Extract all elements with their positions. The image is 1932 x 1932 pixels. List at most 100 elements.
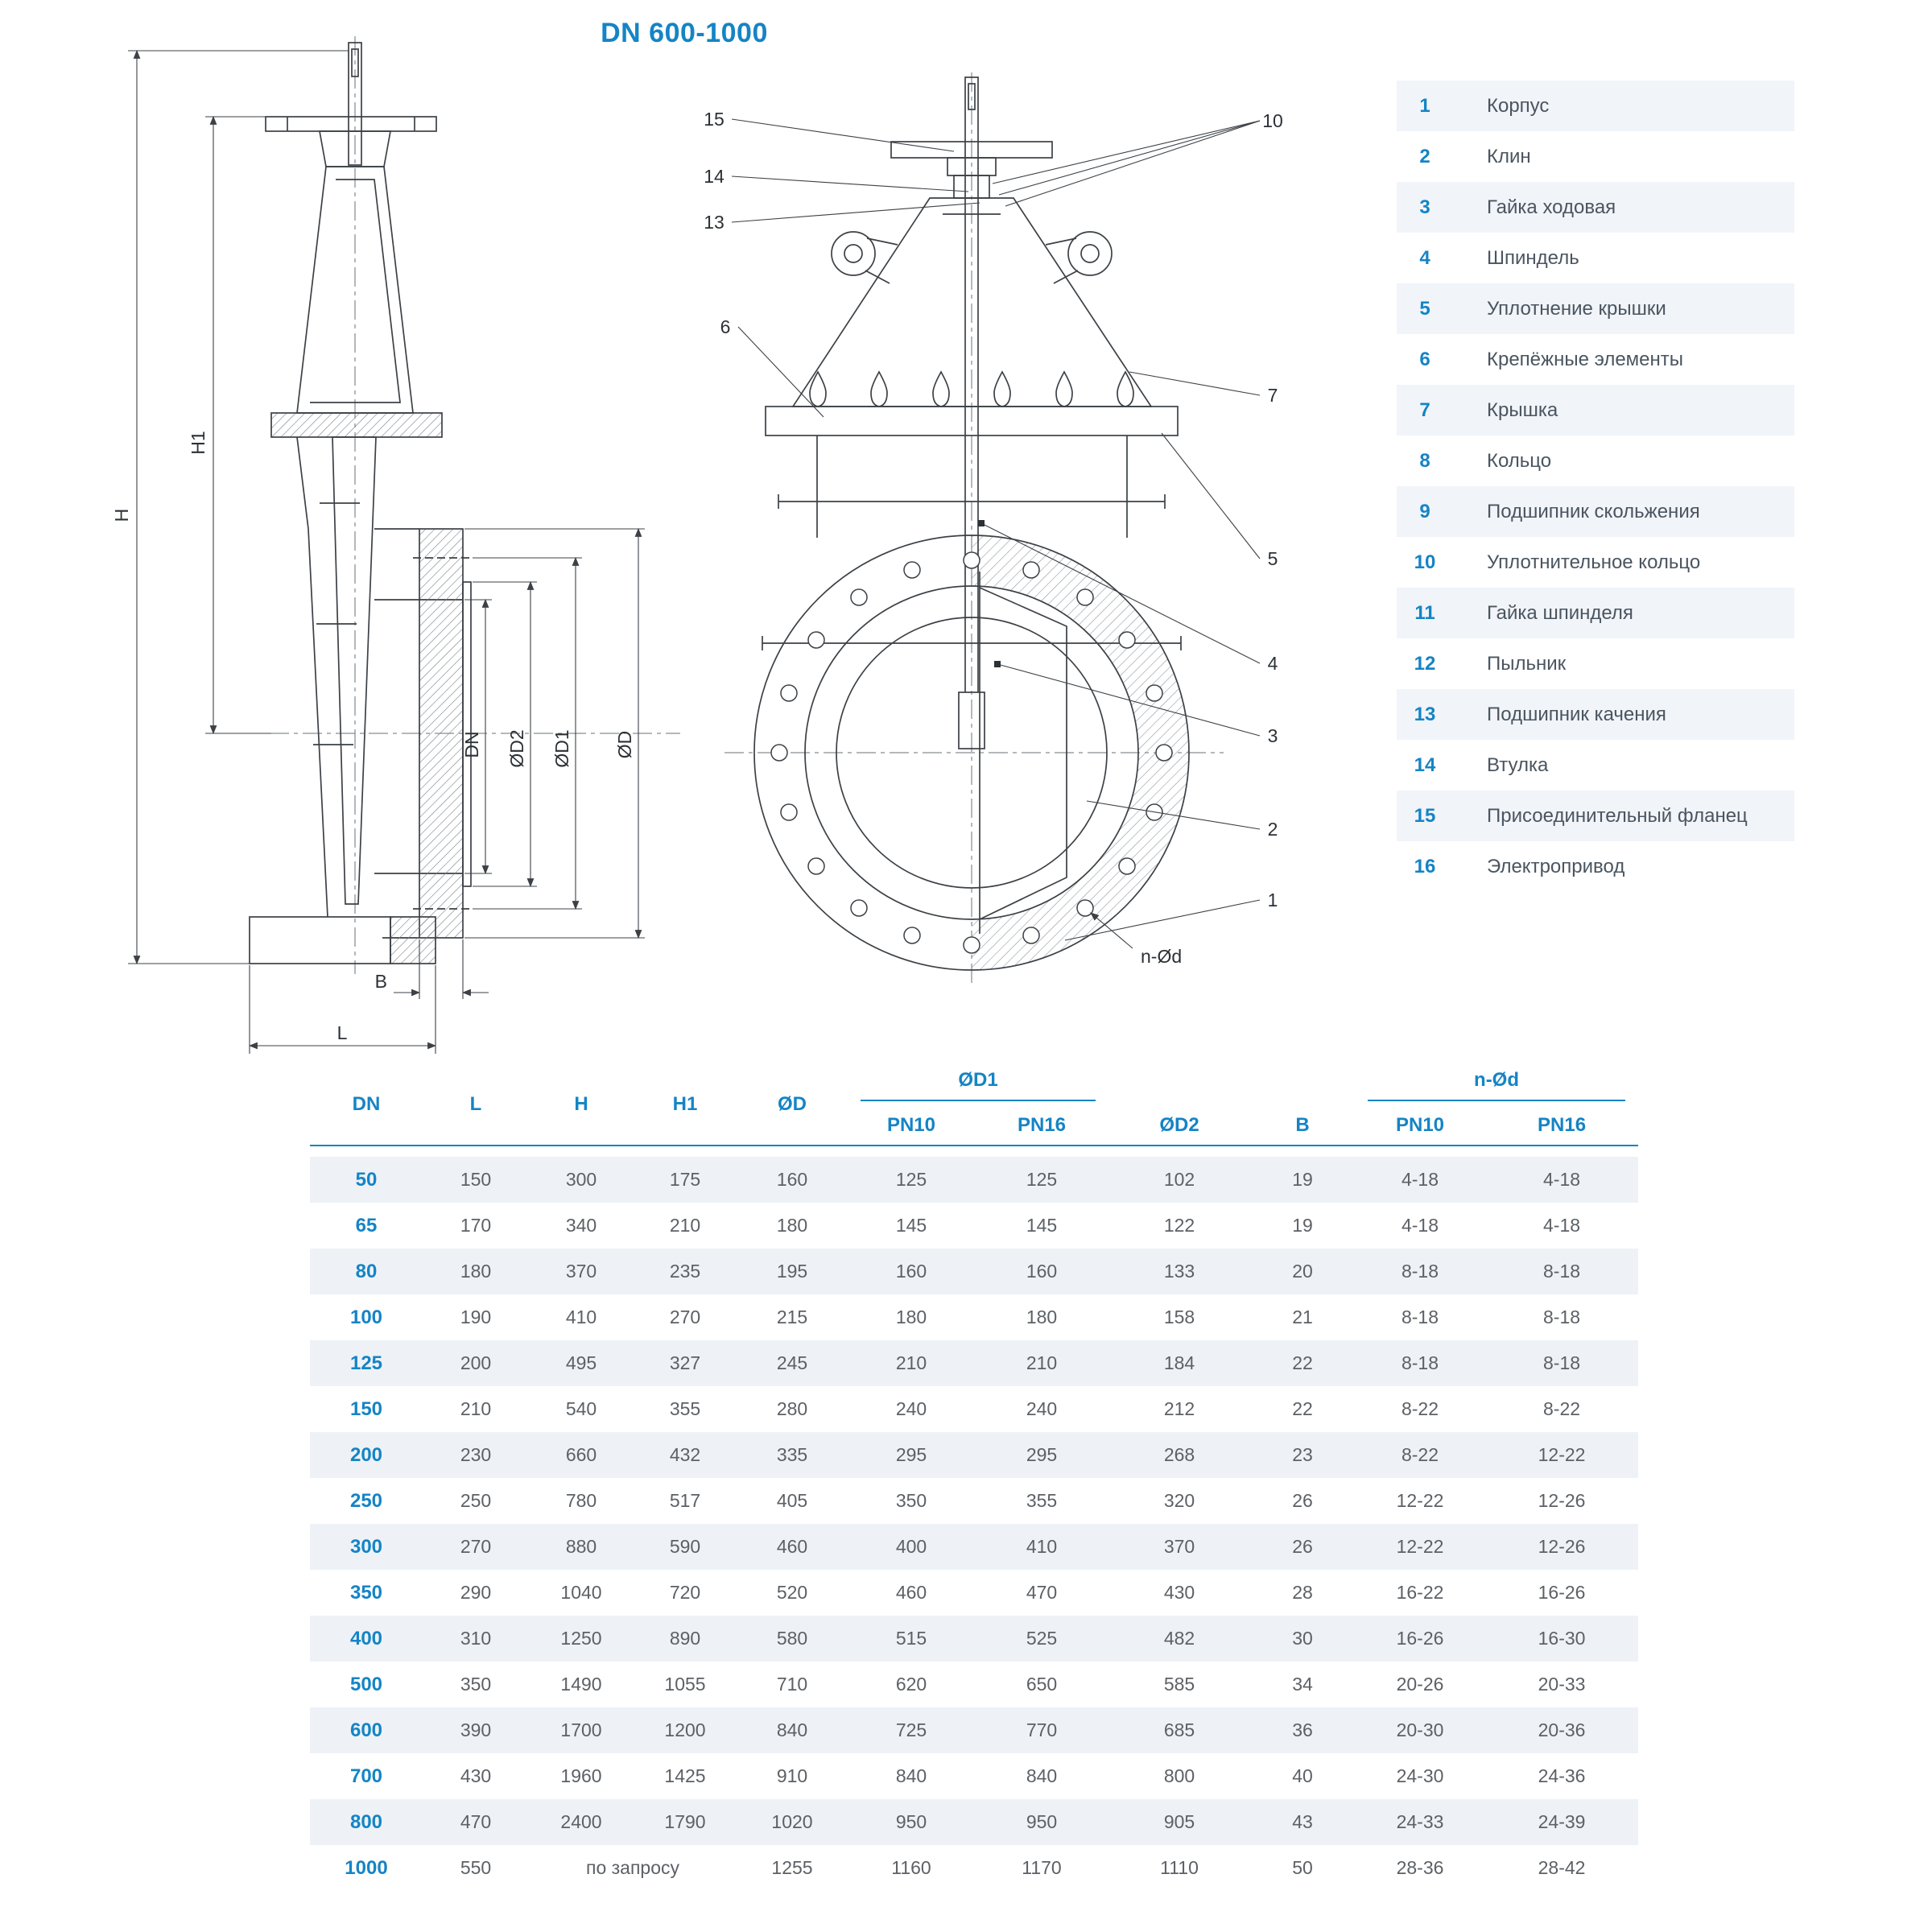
table-cell: 540: [565, 1398, 597, 1419]
table-cell: 400: [848, 1524, 975, 1570]
table-cell: 950: [975, 1799, 1109, 1845]
table-cell: 26: [1292, 1490, 1313, 1511]
legend-item-16: 16 Электропривод: [1397, 841, 1794, 892]
legend-item-label: Электропривод: [1487, 855, 1625, 877]
legend-item-number: 9: [1419, 500, 1430, 522]
table-cell: 350: [895, 1490, 927, 1511]
col-group-nod: n-Ød: [1355, 1064, 1638, 1106]
legend-item-number: 12: [1414, 652, 1436, 675]
table-cell: 685: [1108, 1707, 1251, 1753]
table-cell: 175: [634, 1157, 737, 1203]
table-cell: 950: [848, 1799, 975, 1845]
table-cell: 20-26: [1396, 1674, 1444, 1695]
legend-item-number: 15: [1414, 804, 1436, 827]
table-cell: 4-18: [1485, 1157, 1639, 1203]
legend-item-label: Клин: [1487, 145, 1531, 167]
table-cell: 16-30: [1485, 1616, 1639, 1662]
table-cell: 410: [565, 1307, 597, 1327]
dimension-h1-label: H1: [188, 431, 208, 454]
table-cell: 43: [1250, 1799, 1356, 1845]
table-cell: 405: [776, 1490, 808, 1511]
legend-item-8: 8 Кольцо: [1397, 436, 1794, 486]
table-cell: 550: [460, 1857, 492, 1878]
table-cell: 340: [565, 1215, 597, 1236]
table-cell: 28-36: [1396, 1857, 1444, 1878]
col-header-od1-pn10: PN10: [848, 1106, 975, 1146]
legend-item-number: 2: [1419, 145, 1430, 167]
table-cell: 840: [737, 1707, 848, 1753]
table-cell: 890: [634, 1616, 737, 1662]
table-cell: 240: [1026, 1398, 1058, 1419]
table-cell: 880: [529, 1524, 634, 1570]
callout-target-dots: [978, 520, 1001, 667]
table-cell: 210: [975, 1340, 1109, 1386]
table-cell: 170: [460, 1215, 492, 1236]
table-cell: 150: [349, 1397, 383, 1420]
legend-item-5: 5 Уплотнение крышки: [1397, 283, 1794, 334]
legend-item-number: 5: [1419, 297, 1430, 320]
legend-item-1: 1 Корпус: [1397, 80, 1794, 131]
dimension-od2-label: ØD2: [506, 729, 527, 767]
col-header-od1-pn16: PN16: [975, 1106, 1109, 1146]
bolt-pattern-label: n-Ød: [1141, 946, 1182, 967]
legend-item-label: Кольцо: [1487, 449, 1552, 472]
col-header-nod-pn16: PN16: [1485, 1106, 1639, 1146]
table-cell: 1170: [1022, 1857, 1062, 1878]
table-cell: 50: [1292, 1857, 1313, 1878]
table-cell: 65: [355, 1214, 378, 1236]
legend-item-12: 12 Пыльник: [1397, 638, 1794, 689]
table-cell: 1000: [345, 1856, 388, 1879]
table-cell: 20-33: [1538, 1674, 1586, 1695]
callout-13: 13: [704, 212, 724, 233]
table-cell: 460: [737, 1524, 848, 1570]
callout-14: 14: [704, 166, 724, 187]
table-cell: 125: [975, 1157, 1109, 1203]
centerlines: [270, 36, 680, 974]
table-cell: 410: [975, 1524, 1109, 1570]
legend-item-label: Присоединительный фланец: [1487, 804, 1748, 827]
col-group-od1: ØD1: [848, 1064, 1108, 1106]
table-cell: 180: [776, 1215, 808, 1236]
table-cell: 780: [565, 1490, 597, 1511]
table-cell: 300: [529, 1157, 634, 1203]
table-cell: 470: [1026, 1582, 1058, 1603]
dimension-lines: [128, 49, 645, 1054]
table-cell: 50: [310, 1157, 423, 1203]
centerlines: [724, 72, 1224, 985]
table-cell: 245: [737, 1340, 848, 1386]
table-cell: 700: [349, 1765, 383, 1787]
dimensions-table: DN L H H1 ØD ØD1 n-Ød PN10 PN16 ØD2 B PN…: [310, 1064, 1639, 1891]
callout-4: 4: [1268, 653, 1278, 674]
callout-7: 7: [1268, 385, 1278, 406]
table-cell: 102: [1108, 1157, 1251, 1203]
table-cell: 100: [349, 1306, 383, 1328]
table-cell: 320: [1163, 1490, 1195, 1511]
table-cell: 800: [310, 1799, 423, 1845]
table-cell: 1425: [664, 1765, 706, 1786]
table-cell: 36: [1250, 1707, 1356, 1753]
table-cell: 1255: [771, 1857, 813, 1878]
legend-item-number: 7: [1419, 398, 1430, 421]
table-cell: 24-36: [1538, 1765, 1586, 1786]
table-cell: 12-22: [1355, 1524, 1486, 1570]
table-cell: 335: [737, 1432, 848, 1478]
dimension-od-label: ØD: [614, 731, 635, 759]
table-cell: 525: [975, 1616, 1109, 1662]
table-cell: 24-39: [1485, 1799, 1639, 1845]
table-cell: по запросу: [585, 1857, 679, 1878]
table-cell: 8-18: [1485, 1249, 1639, 1294]
table-cell: 16-22: [1396, 1582, 1444, 1603]
callout-2: 2: [1268, 819, 1278, 840]
callout-1: 1: [1268, 890, 1278, 910]
valve-front-outline: [753, 76, 1190, 971]
table-cell: 400: [310, 1616, 423, 1662]
table-cell: 432: [634, 1432, 737, 1478]
dimension-h-label: H: [111, 509, 132, 522]
table-cell: 21: [1292, 1307, 1313, 1327]
table-cell: 355: [1026, 1490, 1058, 1511]
